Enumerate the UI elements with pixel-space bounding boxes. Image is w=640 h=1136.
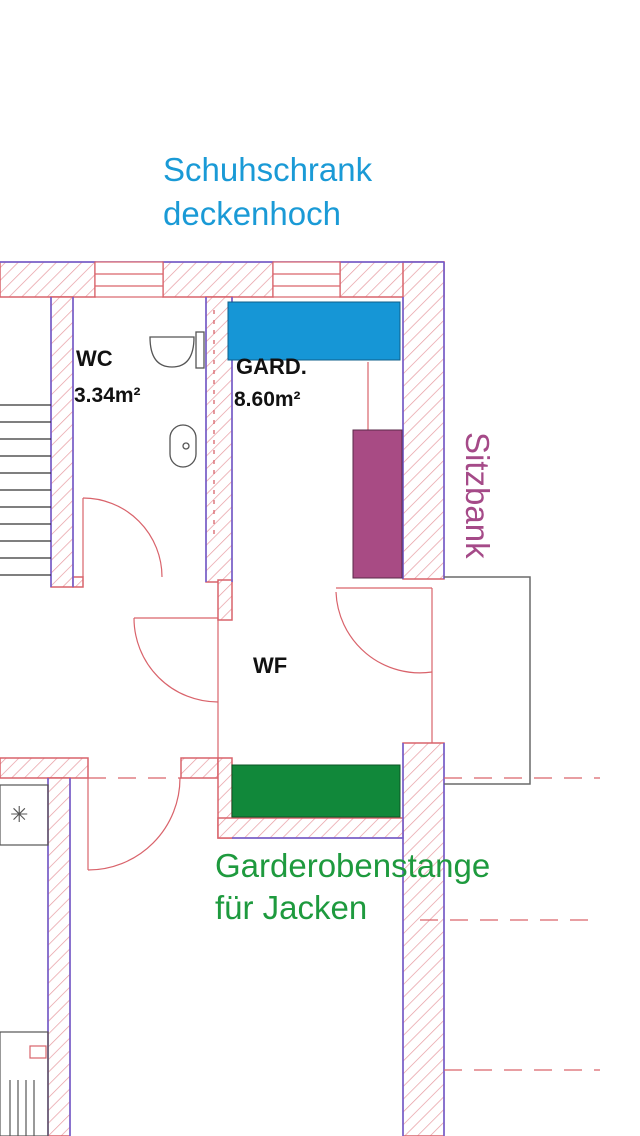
coat-rail-block bbox=[231, 764, 401, 818]
wf-left-door bbox=[133, 617, 219, 758]
lower-left-fixtures: ✳ bbox=[0, 784, 49, 1136]
wf-right-door bbox=[335, 587, 433, 743]
walls bbox=[0, 261, 445, 1136]
wall-wc-bottom bbox=[72, 576, 84, 588]
toilet-tank-icon bbox=[195, 331, 205, 369]
shoe-cabinet-block bbox=[227, 301, 401, 361]
wc-room-area: 3.34m² bbox=[74, 384, 141, 407]
gard-room-name: GARD. bbox=[236, 354, 307, 379]
lower-door bbox=[87, 777, 181, 871]
gard-room-area: 8.60m² bbox=[234, 388, 301, 411]
wall-top-left bbox=[0, 261, 96, 298]
dashed-lines bbox=[88, 777, 600, 1071]
coat-rail-label-line1: Garderobenstange bbox=[215, 847, 490, 884]
coat-rail-label-line2: für Jacken bbox=[215, 889, 367, 926]
bench-block bbox=[352, 429, 403, 579]
shoe-cabinet-label-line2: deckenhoch bbox=[163, 195, 341, 232]
wall-edges bbox=[0, 261, 445, 1136]
wall-wf-left-pillar bbox=[217, 579, 233, 621]
toilet-icon bbox=[149, 336, 195, 368]
asterisk-icon: ✳ bbox=[10, 802, 28, 827]
wall-lower-col bbox=[47, 777, 71, 1136]
exterior-outline bbox=[444, 576, 531, 785]
wall-top-mid bbox=[162, 261, 274, 298]
wall-lower-mid bbox=[180, 757, 219, 779]
staircase bbox=[0, 404, 51, 576]
wall-right-lower bbox=[402, 742, 445, 1136]
bench-label: Sitzbank bbox=[459, 432, 496, 559]
sink-icon bbox=[169, 424, 197, 468]
wc-room-name: WC bbox=[76, 346, 113, 371]
wf-room-name: WF bbox=[253, 653, 287, 678]
wc-door bbox=[82, 497, 163, 578]
wall-right-upper bbox=[402, 261, 445, 580]
wall-left-stair bbox=[50, 296, 74, 588]
windows bbox=[94, 261, 341, 298]
wall-lower-left bbox=[0, 757, 89, 779]
shoe-cabinet-label-line1: Schuhschrank bbox=[163, 151, 373, 188]
wc-fixtures bbox=[149, 310, 215, 540]
wall-coat-bottom bbox=[217, 817, 404, 839]
